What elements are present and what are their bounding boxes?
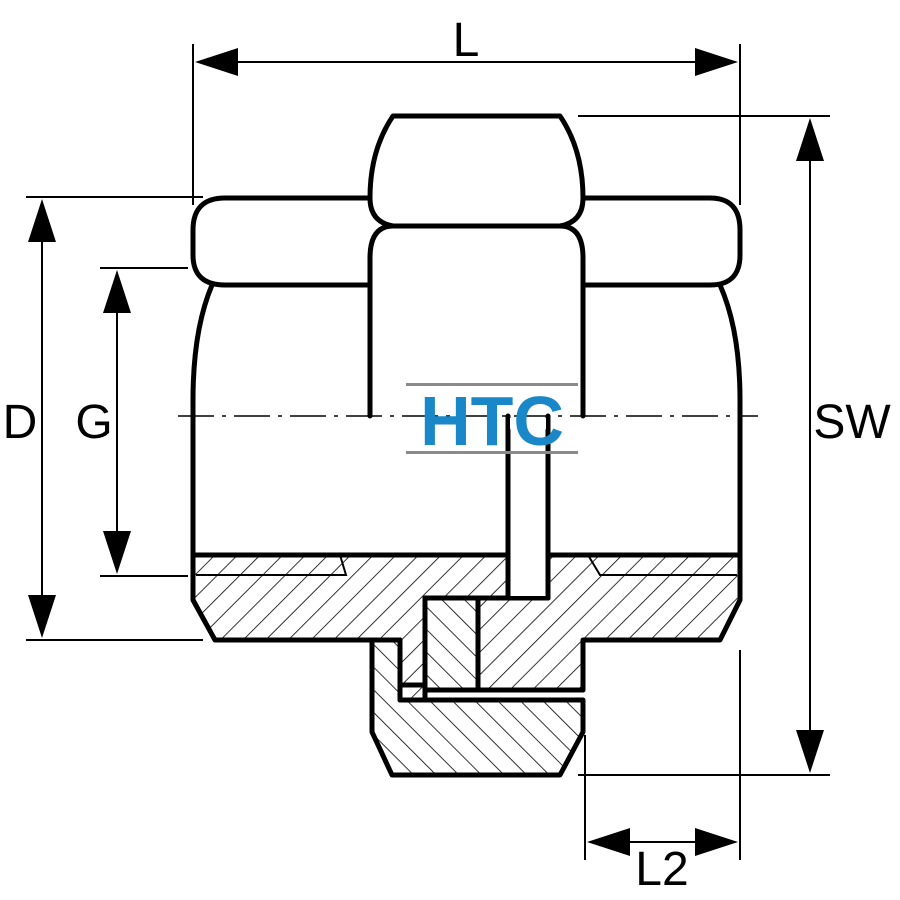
logo-text: HTC bbox=[420, 382, 564, 460]
label-SW: SW bbox=[813, 396, 891, 449]
dimension-SW: SW bbox=[578, 115, 891, 776]
dimension-G: G bbox=[75, 267, 188, 577]
htc-logo: HTC bbox=[406, 382, 578, 460]
logo-rule-top bbox=[406, 383, 578, 386]
label-L2: L2 bbox=[635, 843, 688, 896]
dimension-L2: L2 bbox=[584, 650, 741, 896]
label-L: L bbox=[453, 14, 480, 67]
dimension-D: D bbox=[3, 196, 203, 641]
label-G: G bbox=[75, 396, 112, 449]
union-nut bbox=[190, 113, 743, 558]
label-D: D bbox=[3, 396, 38, 449]
dimension-L: L bbox=[192, 14, 741, 205]
logo-rule-bottom bbox=[406, 451, 578, 454]
section-view bbox=[190, 413, 743, 778]
